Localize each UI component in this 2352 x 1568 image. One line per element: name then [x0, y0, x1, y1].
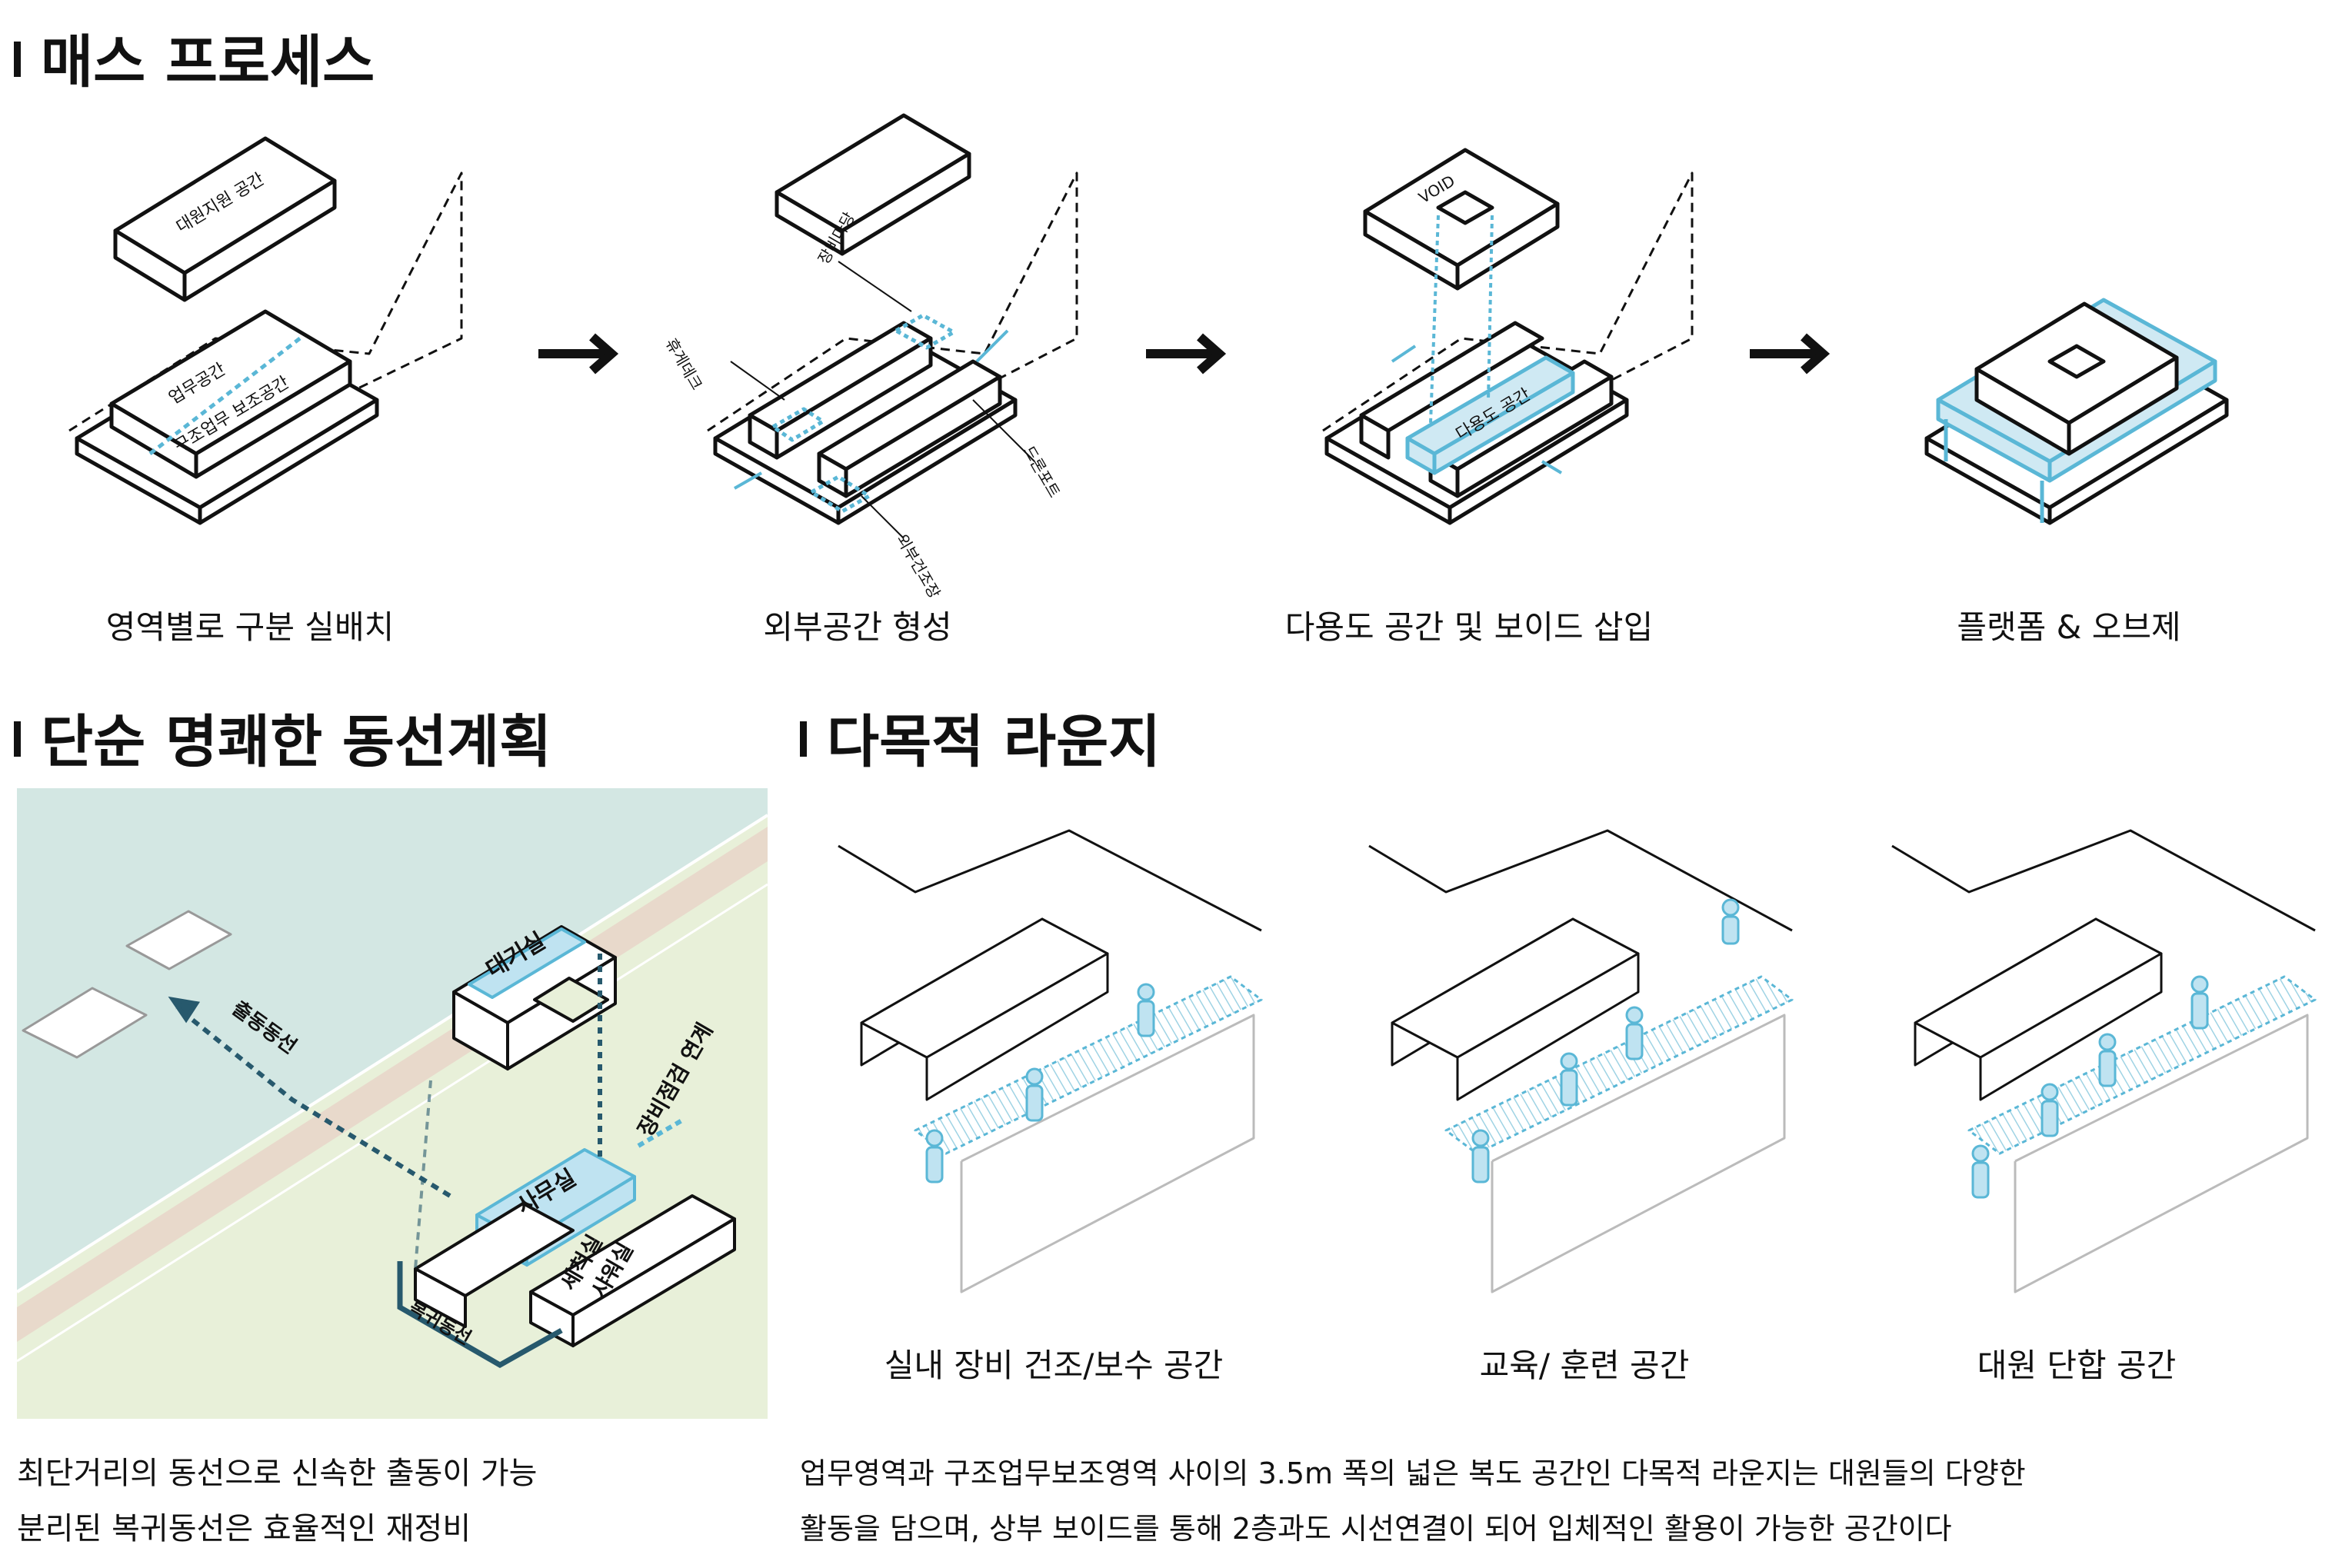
- process-arrow-2: [1146, 333, 1227, 375]
- process-step-3-diagram: VOID 다용도 공간: [1322, 148, 1694, 525]
- lounge-caption-3: 대원 단합 공간: [1977, 1347, 2177, 1384]
- circulation-description-line-1: 최단거리의 동선으로 신속한 출동이 가능: [17, 1456, 538, 1491]
- label-outdoor-drying: 외부건조장: [893, 531, 944, 602]
- process-step-4-diagram: [1924, 298, 2229, 525]
- lounge-people-icons: [925, 898, 2209, 1199]
- lounge-caption-1: 실내 장비 건조/보수 공간: [884, 1347, 1224, 1384]
- lounge-description-line-1: 업무영역과 구조업무보조영역 사이의 3.5m 폭의 넓은 복도 공간인 다목적…: [800, 1456, 2026, 1490]
- lounge-diagram-1: [838, 829, 1263, 1293]
- process-arrow-3: [1750, 333, 1831, 375]
- label-drone-port: 드론포트: [1020, 443, 1064, 501]
- lounge-description: 업무영역과 구조업무보조영역 사이의 3.5m 폭의 넓은 복도 공간인 다목적…: [800, 1446, 2026, 1556]
- process-step-3-caption: 다용도 공간 및 보이드 삽입: [1284, 608, 1654, 646]
- circulation-buildings: [22, 910, 736, 1347]
- circulation-routes: [168, 954, 686, 1369]
- label-rest-deck: 휴게데크: [662, 335, 707, 394]
- process-step-1-diagram: 대원지원 공간 업무공간 구조업무 보조공간: [68, 136, 463, 525]
- lounge-caption-2: 교육/ 훈련 공간: [1479, 1347, 1690, 1384]
- section-heading-mass-process: 매스 프로세스: [14, 34, 375, 91]
- circulation-description: 최단거리의 동선으로 신속한 출동이 가능 분리된 복귀동선은 효율적인 재정비: [17, 1446, 537, 1556]
- process-step-2-diagram: 장비마당 휴게데크 드론포트 외부건조장: [662, 113, 1078, 602]
- lounge-diagram-2: [1368, 829, 1794, 1293]
- lounge-diagram-3: [1891, 829, 2317, 1293]
- process-step-4-caption: 플랫폼 & 오브제: [1957, 608, 2181, 646]
- lounge-description-line-2: 활동을 담으며, 상부 보이드를 통해 2층과도 시선연결이 되어 입체적인 활…: [800, 1512, 1952, 1546]
- process-step-1-caption: 영역별로 구분 실배치: [105, 608, 395, 646]
- section-heading-lounge: 다목적 라운지: [800, 714, 1161, 771]
- section-heading-circulation: 단순 명쾌한 동선계획: [14, 714, 551, 771]
- process-arrow-1: [538, 333, 619, 375]
- process-step-2-caption: 외부공간 형성: [763, 608, 952, 646]
- circulation-description-line-2: 분리된 복귀동선은 효율적인 재정비: [17, 1511, 471, 1546]
